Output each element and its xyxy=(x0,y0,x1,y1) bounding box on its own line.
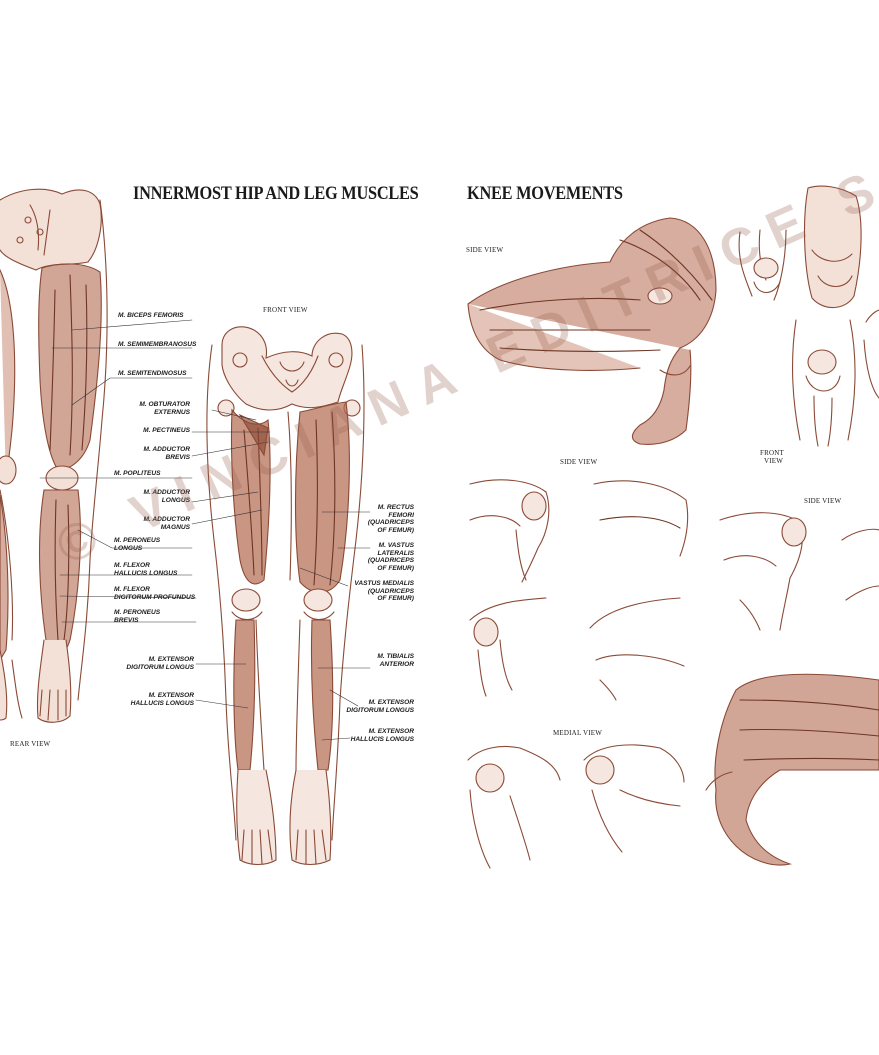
front-right-leader-lines xyxy=(299,511,371,741)
rear-view-legs-drawing xyxy=(0,188,108,723)
front-view-caption-right: FRONT VIEW xyxy=(760,449,784,465)
medial-view-knee-sketches xyxy=(467,744,685,869)
rear-label: M. SEMITENDINOSUS xyxy=(118,370,187,377)
front-view-caption: FRONT VIEW xyxy=(263,306,308,314)
left-page-title: INNERMOST HIP AND LEG MUSCLES xyxy=(133,183,419,204)
bent-leg-side-view-drawing xyxy=(467,217,717,445)
front-knee-sketches xyxy=(738,185,879,447)
rear-label: M. BICEPS FEMORIS xyxy=(118,312,184,319)
front-view-legs-drawing xyxy=(206,326,365,866)
side-view-caption-1: SIDE VIEW xyxy=(466,246,504,254)
rear-leader-lines xyxy=(39,319,197,623)
rear-view-caption: REAR VIEW xyxy=(10,740,51,748)
rear-label: M. SEMIMEMBRANOSUS xyxy=(118,341,197,348)
front-left-label: M. PECTINEUS xyxy=(143,427,190,434)
side-view-caption-2: SIDE VIEW xyxy=(560,458,598,466)
medial-view-caption: MEDIAL VIEW xyxy=(553,729,603,737)
side-view-caption-3: SIDE VIEW xyxy=(804,497,842,505)
muscled-leg-drawing xyxy=(705,673,879,866)
right-page-title: KNEE MOVEMENTS xyxy=(467,183,623,204)
front-left-leader-lines xyxy=(191,409,271,709)
rear-label: M. POPLITEUS xyxy=(114,470,161,477)
side-view-knee-sketches xyxy=(469,479,879,701)
